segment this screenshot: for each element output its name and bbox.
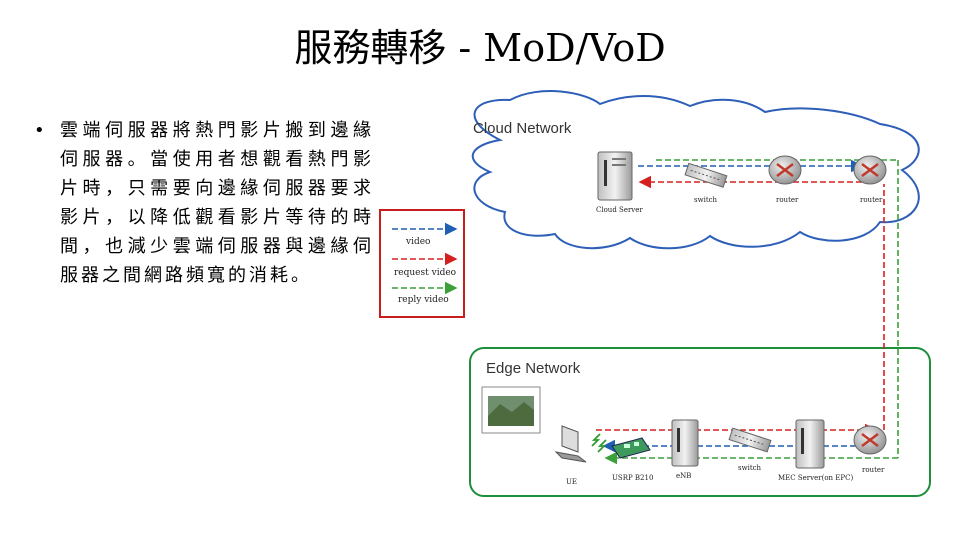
edge-network-label: Edge Network [486, 360, 581, 377]
edge-router [853, 425, 887, 455]
cloud-router-2 [853, 155, 887, 185]
cloud-router-1-label: router [776, 196, 799, 204]
bullet-list: 雲端伺服器將熱門影片搬到邊緣伺服器。當使用者想觀看熱門影片時，只需要向邊緣伺服器… [34, 116, 374, 290]
edge-switch-label: switch [738, 464, 762, 472]
usrp-label: USRP B210 [612, 474, 653, 482]
cloud-network-label: Cloud Network [473, 120, 572, 137]
ue-label: UE [566, 478, 577, 486]
cloud-switch [684, 162, 728, 188]
slide-title: 服務轉移 - MoD/VoD [294, 26, 666, 70]
usrp-board [611, 437, 651, 459]
legend-reply-label: reply video [398, 295, 449, 305]
mec-server-label: MEC Server(on EPC) [778, 474, 853, 482]
cloud-server [597, 151, 633, 201]
cloud-router-2-label: router [860, 196, 883, 204]
video-screen [481, 386, 541, 434]
edge-switch [728, 427, 772, 453]
legend-request-label: request video [394, 268, 456, 278]
enb-server [671, 419, 699, 467]
cloud-server-label: Cloud Server [596, 206, 643, 214]
enb-label: eNB [676, 472, 691, 480]
cloud-router-1 [768, 155, 802, 185]
wireless-icon [591, 433, 607, 453]
legend-video-label: video [405, 237, 430, 247]
ue-laptop [554, 425, 587, 463]
bullet-item: 雲端伺服器將熱門影片搬到邊緣伺服器。當使用者想觀看熱門影片時，只需要向邊緣伺服器… [34, 116, 374, 290]
cloud-switch-label: switch [694, 196, 718, 204]
mec-server [795, 419, 825, 469]
edge-router-label: router [862, 466, 885, 474]
